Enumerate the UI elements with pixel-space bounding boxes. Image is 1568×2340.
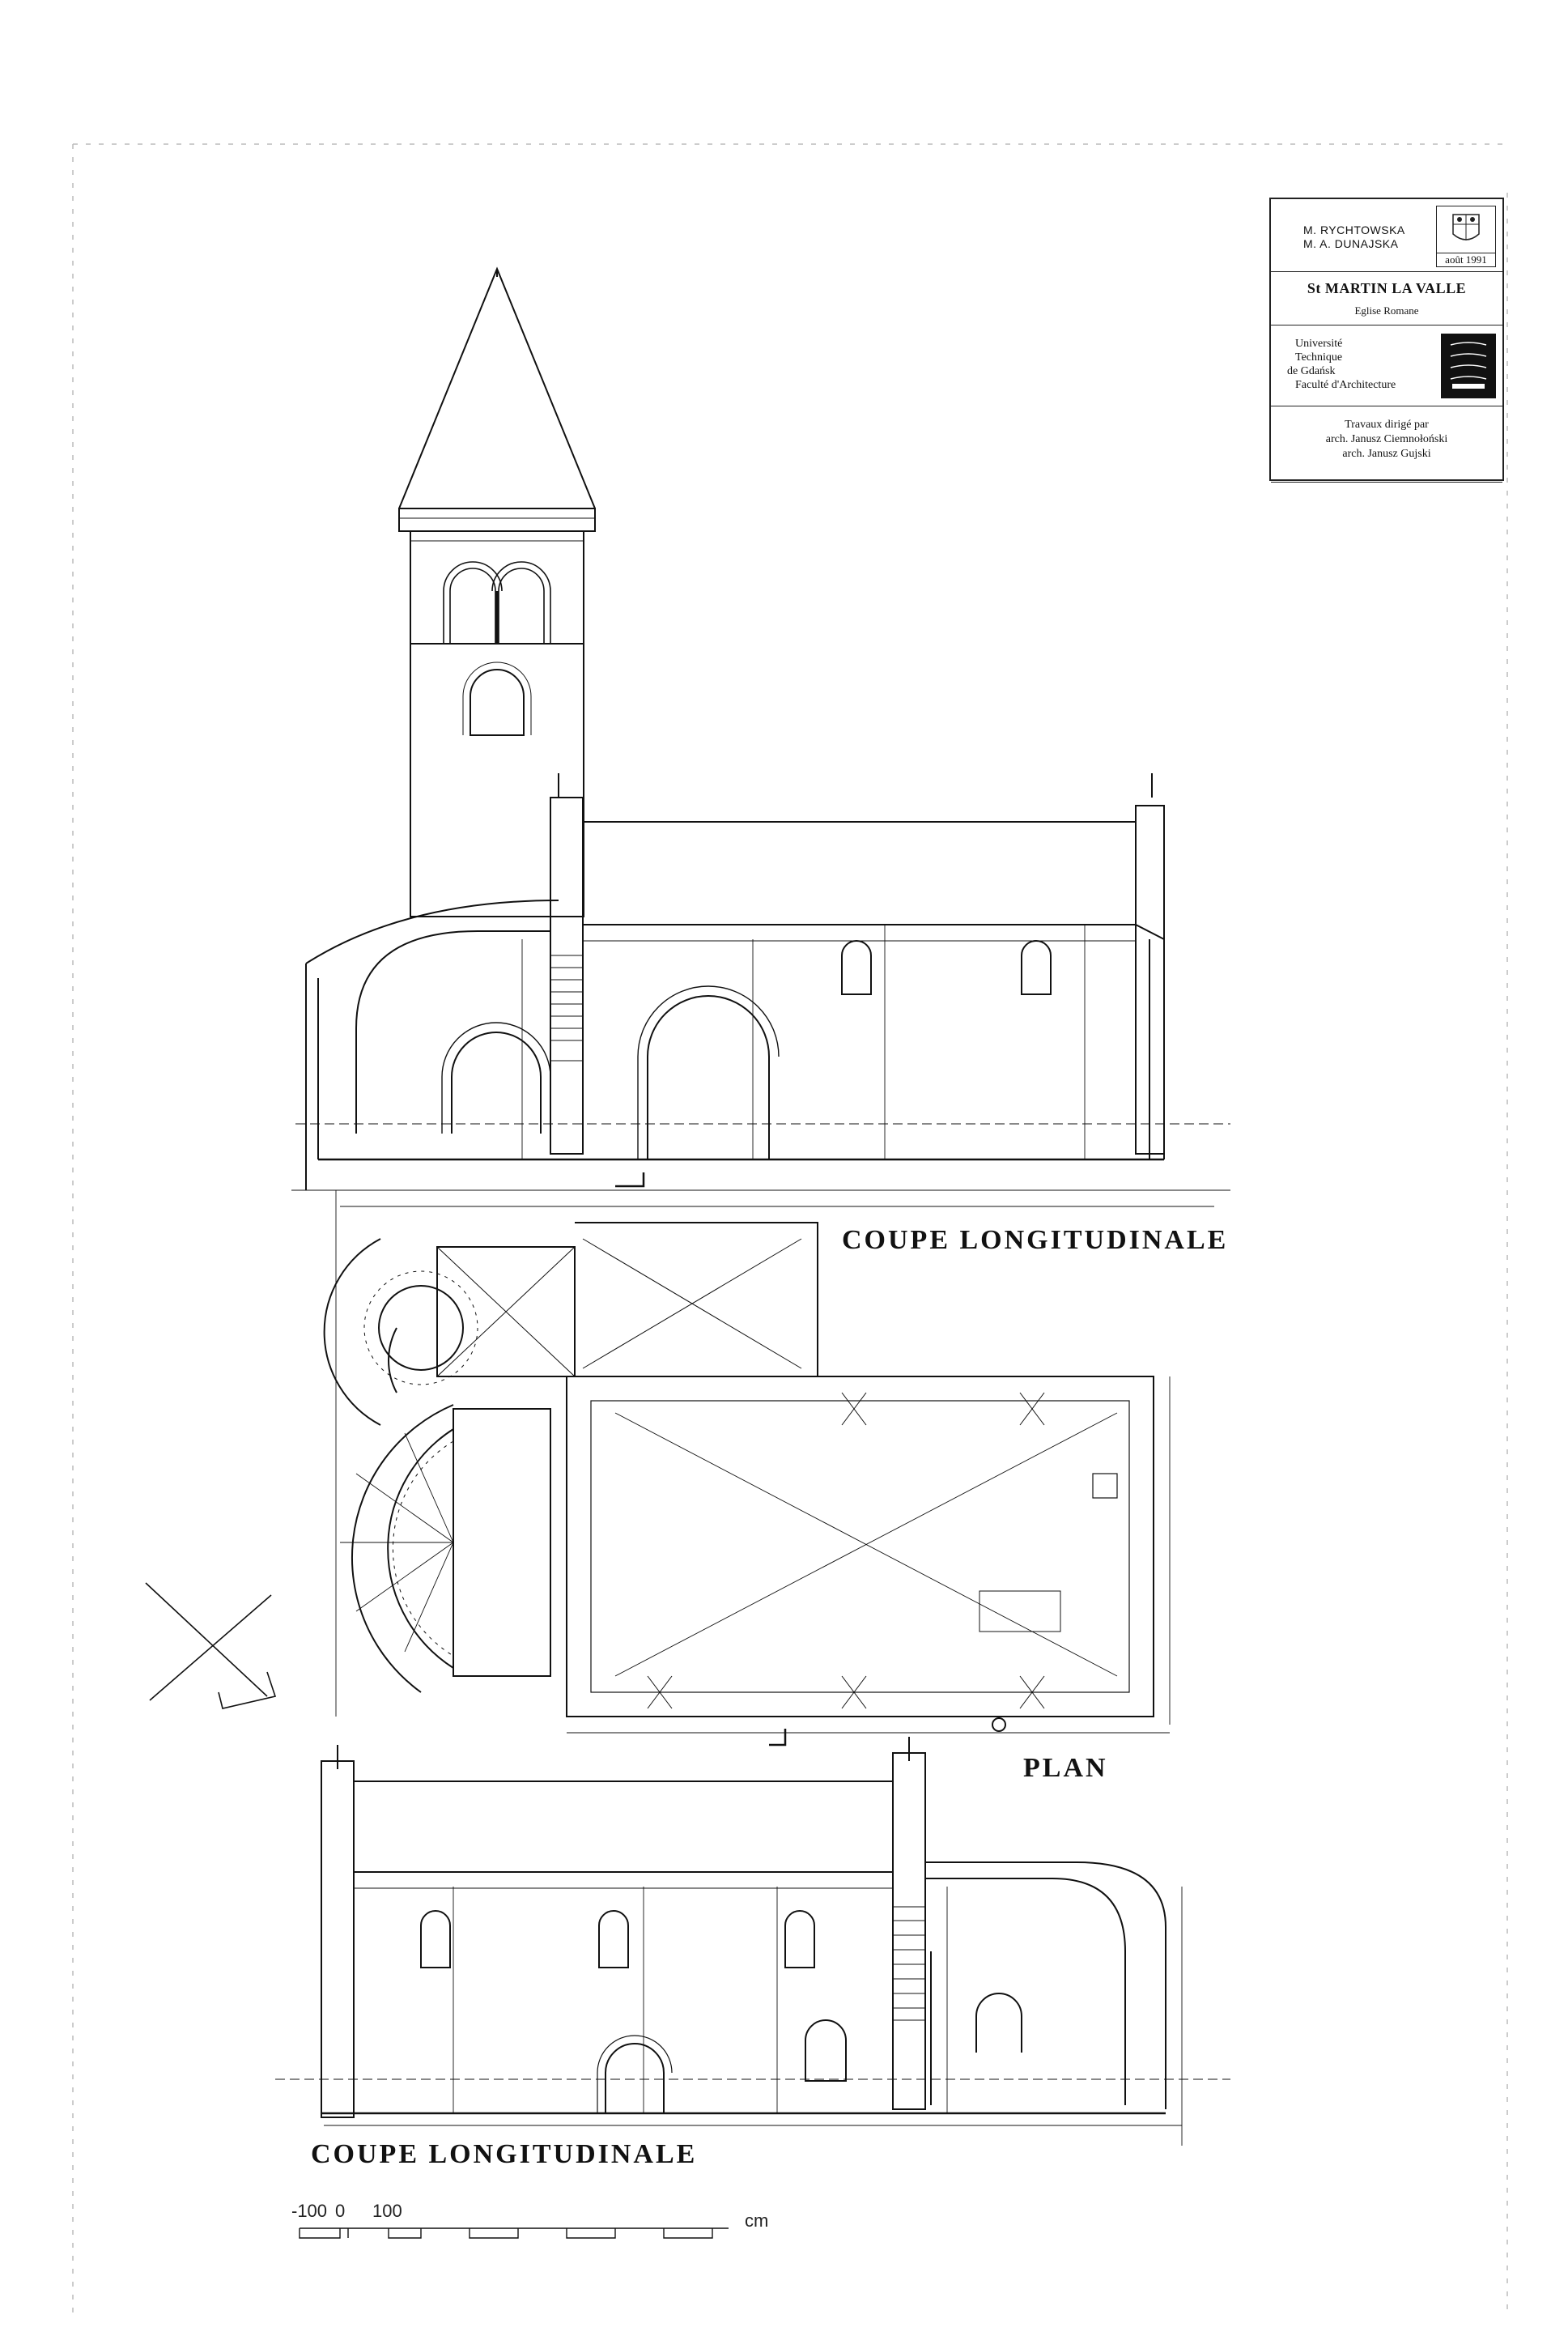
university-line-3: de Gdańsk [1287,365,1336,377]
church-type: Eglise Romane [1354,304,1419,317]
director-1: arch. Janusz Ciemnołoński [1325,433,1448,445]
tower-window [470,669,525,736]
university-logo [1441,334,1496,398]
university-line-2: Technique [1295,351,1343,364]
apse-vault [305,900,559,964]
title-block: M. RYCHTOWSKA M. A. DUNAJSKA août 1991 S… [1269,198,1504,483]
section-bottom [275,1737,1230,2146]
title-block-university: Université Technique de Gdańsk Faculté d… [1271,325,1502,406]
date: août 1991 [1437,253,1495,266]
faculty-emblem-icon [1450,342,1487,389]
plan-chancel [453,1408,551,1677]
arch-chancel [451,1032,542,1134]
title-block-authors: M. RYCHTOWSKA M. A. DUNAJSKA août 1991 [1271,199,1502,272]
scale-left: -100 [291,2201,328,2221]
scale-right: 100 [372,2201,402,2221]
plan [323,1172,1171,1746]
scale-bar [299,2227,729,2239]
bottom-window-2 [598,1910,629,1968]
bottom-apse-vault [925,1878,1126,2105]
tower-cornice [398,508,596,532]
author-1: M. RYCHTOWSKA [1303,223,1405,236]
title-block-directed: Travaux dirigé par arch. Janusz Ciemnoło… [1271,406,1502,483]
director-2: arch. Janusz Gujski [1342,448,1431,460]
plan-tower [436,1246,576,1377]
scale-zero: 0 [335,2201,346,2221]
north-arrow [145,1582,277,1709]
arch-nave [647,995,770,1159]
section-top-label: COUPE LONGITUDINALE [842,1225,1229,1255]
bottom-door [605,2043,665,2113]
nave-window-2 [1021,940,1052,995]
section-bottom-label: COUPE LONGITUDINALE [311,2139,698,2169]
plan-main-apse [387,1428,454,1669]
crest-logo: août 1991 [1436,206,1496,267]
plan-north-chapel [575,1222,818,1377]
coat-of-arms-icon [1452,214,1480,240]
plan-label: PLAN [1023,1753,1108,1783]
sheet-frame [72,143,1508,2316]
bottom-window-1 [420,1910,451,1968]
university-line-1: Université [1295,338,1343,350]
tower-twin-arches [443,561,551,644]
section-top [291,266,1230,1207]
dimension-lines-top [291,925,1230,1207]
nave-window-1 [841,940,872,995]
bottom-window-3 [784,1910,815,1968]
title-block-title: St MARTIN LA VALLE Eglise Romane [1271,272,1502,325]
church-name: St MARTIN LA VALLE [1307,280,1467,296]
directed-by-label: Travaux dirigé par [1345,419,1429,431]
stair [550,955,584,1062]
author-2: M. A. DUNAJSKA [1303,237,1399,250]
university-line-4: Faculté d'Architecture [1295,379,1396,391]
tower-body [410,530,584,917]
dimension-lines-plan [335,1190,1171,1734]
plan-nave [566,1376,1154,1717]
tower-spire [398,266,596,509]
section-markers [615,1172,787,1746]
plan-chapel-apse [388,1327,397,1393]
scale-unit: cm [745,2210,769,2231]
